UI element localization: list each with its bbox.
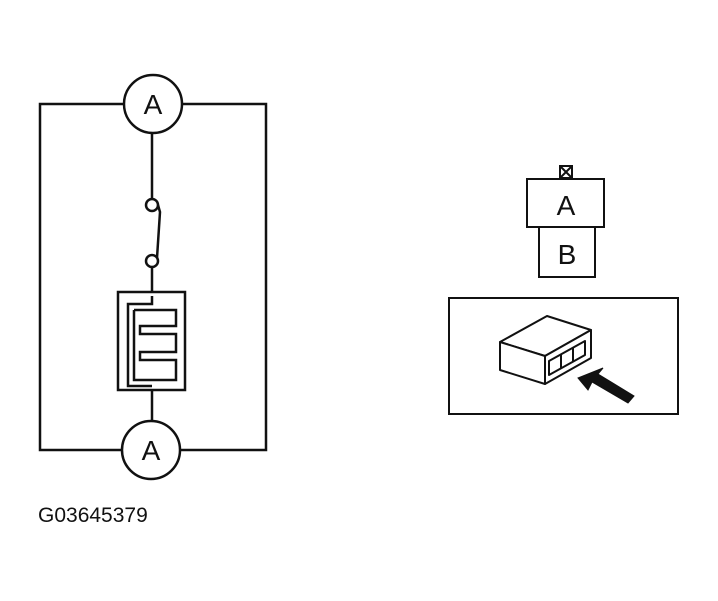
pointer-arrow-icon [577, 367, 635, 404]
component-view-frame [448, 297, 679, 415]
component-view-panel [448, 297, 679, 415]
connector-bottom-label: A [142, 435, 161, 466]
connector-bottom-circle [120, 419, 182, 481]
heater-element-housing [116, 290, 187, 392]
connector-top-circle [122, 73, 184, 135]
circuit-diagram [38, 102, 268, 452]
connector-top-label: A [144, 89, 163, 120]
heater-serpentine [126, 296, 154, 388]
stack-upper-label: A [557, 190, 576, 221]
stack-box-lower [538, 226, 596, 278]
switch-contact-upper [144, 197, 160, 213]
module-socket-divider [560, 347, 574, 368]
circuit-right-wire [180, 102, 268, 452]
figure-code: G03645379 [38, 504, 148, 527]
stack-lower-label: B [558, 239, 577, 270]
connector-stack [526, 165, 605, 278]
switch-contact-lower [144, 253, 160, 269]
circuit-left-wire [38, 102, 124, 452]
connector-top: A [122, 73, 184, 135]
heater-serpentine-inner [132, 308, 178, 382]
switch-blade [155, 204, 162, 259]
connector-bottom: A [120, 419, 182, 481]
stack-tab-cross [559, 165, 573, 179]
module-icon [499, 315, 592, 385]
